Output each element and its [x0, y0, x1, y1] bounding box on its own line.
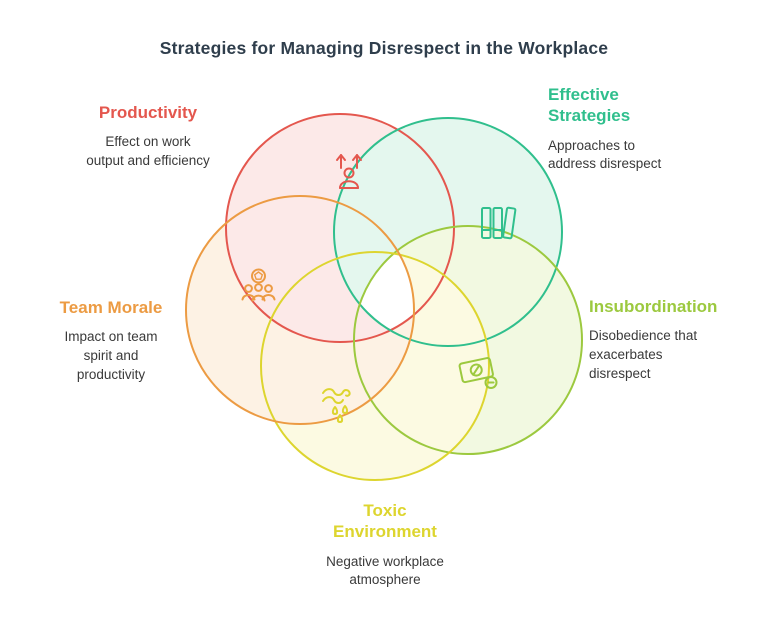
node-toxic-environment-description: Negative workplace atmosphere [326, 553, 444, 588]
node-toxic-environment-label: Toxic Environment [333, 501, 437, 542]
node-productivity: Productivity Effect on work output and e… [48, 102, 248, 171]
toxic-fumes-icon [322, 388, 351, 423]
productivity-outline [225, 113, 455, 343]
team-group-icon [241, 268, 276, 302]
insubordination-outline [353, 225, 583, 455]
node-team-morale: Team Morale Impact on team spirit and pr… [30, 297, 192, 384]
team-morale-outline [185, 195, 415, 425]
node-toxic-environment: Toxic Environment Negative workplace atm… [297, 500, 473, 590]
effective-strategies-outline [333, 117, 563, 347]
page-title: Strategies for Managing Disrespect in th… [159, 38, 609, 58]
node-insubordination-label: Insubordination [589, 297, 718, 316]
node-team-morale-description: Impact on team spirit and productivity [64, 329, 158, 382]
node-team-morale-label: Team Morale [59, 298, 163, 317]
toxic-environment-outline [260, 251, 490, 481]
blocked-money-icon [458, 357, 498, 389]
productivity-person-arrows-icon [336, 154, 362, 189]
circle-outlines [185, 113, 583, 481]
node-productivity-description: Effect on work output and efficiency [86, 134, 210, 168]
node-insubordination-description: Disobedience that exacerbates disrespect [589, 328, 698, 381]
node-effective-strategies-description: Approaches to address disrespect [548, 137, 662, 172]
node-effective-strategies: Effective Strategies Approaches to addre… [548, 84, 728, 174]
node-insubordination: Insubordination Disobedience that exacer… [589, 296, 763, 383]
node-productivity-label: Productivity [98, 103, 198, 122]
strategy-books-icon [481, 206, 517, 240]
node-effective-strategies-label: Effective Strategies [548, 85, 631, 126]
team-morale-petal [186, 196, 414, 424]
